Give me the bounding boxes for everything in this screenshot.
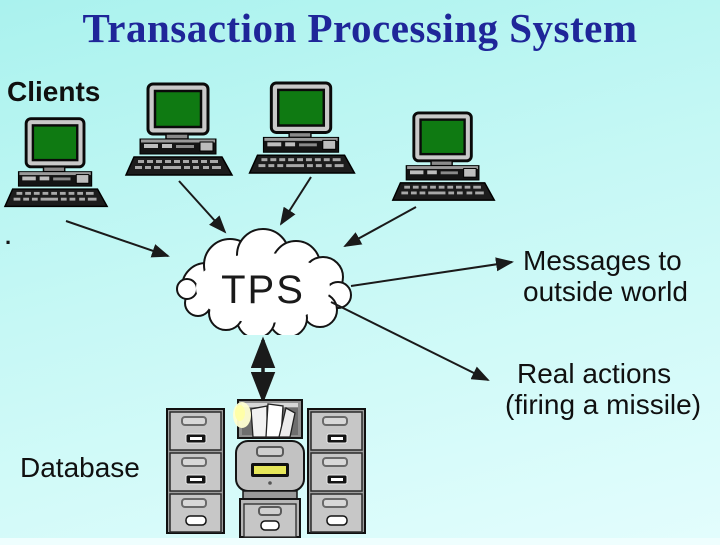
arrow-client1-to-tps — [65, 220, 170, 258]
tps-cloud-icon: TPS — [168, 225, 358, 335]
arrow-tps-to-messages — [350, 257, 514, 287]
slide-bottom-edge — [0, 538, 720, 545]
file-cabinet-icon — [166, 408, 225, 534]
page-title: Transaction Processing System — [82, 5, 638, 51]
stray-dot: . — [5, 224, 12, 249]
messages-annotation: Messages to outside world — [523, 245, 688, 307]
tps-label: TPS — [221, 268, 305, 312]
actions-line2: (firing a missile) — [505, 389, 702, 420]
arrow-client3-to-tps — [279, 176, 312, 226]
clients-label: Clients — [7, 76, 101, 107]
actions-line1: Real actions — [517, 358, 672, 389]
database-label: Database — [20, 452, 140, 483]
client-computer-icon — [388, 111, 501, 203]
client-computer-icon — [124, 82, 236, 178]
client-computer-icon — [246, 81, 360, 176]
messages-line1: Messages to — [523, 245, 682, 276]
file-cabinet-icon — [307, 408, 366, 534]
actions-annotation: Real actions (firing a missile) — [505, 358, 701, 420]
client-computer-icon — [3, 115, 111, 211]
open-file-cabinet-icon — [233, 399, 307, 541]
messages-line2: outside world — [523, 276, 688, 307]
